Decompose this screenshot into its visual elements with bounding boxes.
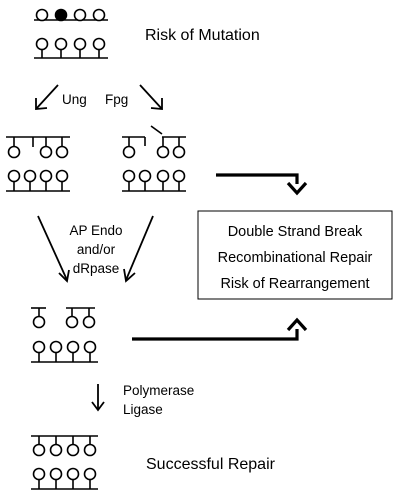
fpg-product-dna-molecule <box>122 125 186 192</box>
polymerase-ligase-arrow <box>91 384 105 412</box>
ung-arrow <box>35 84 59 110</box>
damaged-base-icon <box>54 8 68 22</box>
gapped-dna-molecule <box>31 307 98 363</box>
outcome-box <box>197 210 393 300</box>
fpg-label: Fpg <box>105 92 128 107</box>
successful-repair-label: Successful Repair <box>146 456 276 473</box>
ung-product-dna-molecule <box>6 136 70 192</box>
damaged-dna-molecule <box>34 8 108 59</box>
lower-thick-arrow <box>132 317 308 341</box>
fpg-arrow <box>139 84 163 110</box>
ligase-label: Ligase <box>123 402 163 417</box>
ap-endo-right-arrow <box>123 215 154 283</box>
risk-of-mutation-label: Risk of Mutation <box>145 27 260 44</box>
ung-label: Ung <box>62 92 87 107</box>
repaired-dna-molecule <box>31 435 98 490</box>
upper-thick-arrow <box>216 173 308 196</box>
polymerase-label: Polymerase <box>123 383 194 398</box>
risk-of-rearrangement-label: Risk of Rearrangement <box>220 276 369 292</box>
double-strand-break-label: Double Strand Break <box>228 224 363 240</box>
drpase-label: dRpase <box>73 261 120 276</box>
and-or-label: and/or <box>77 242 116 257</box>
ap-endo-left-arrow <box>37 215 70 283</box>
recombinational-repair-label: Recombinational Repair <box>218 250 373 266</box>
ap-endo-label: AP Endo <box>69 223 122 238</box>
